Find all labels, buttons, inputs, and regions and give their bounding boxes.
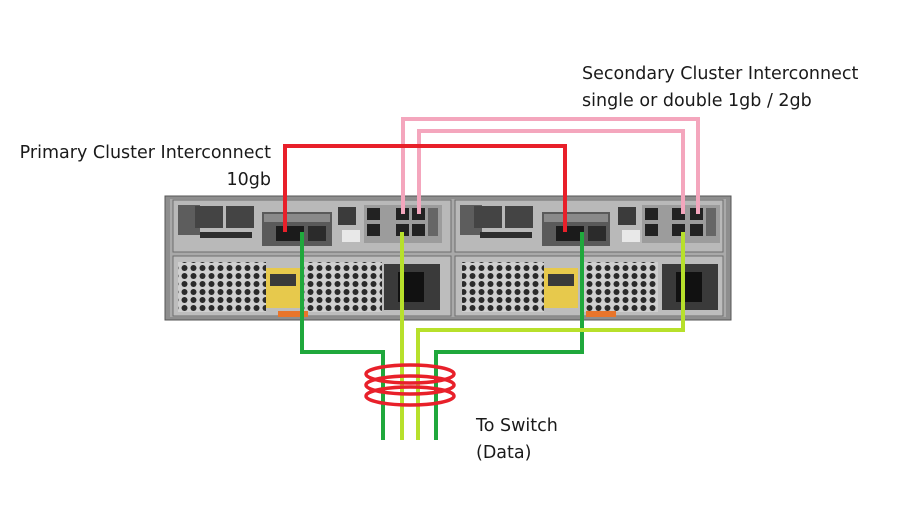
to-switch-subtitle: (Data) [476, 443, 532, 463]
secondary-interconnect-cables [401, 117, 700, 214]
secondary-cable-inner [417, 129, 685, 214]
primary-port-b1 [556, 226, 584, 241]
to-switch-label: To Switch (Data) [476, 413, 558, 467]
to-switch-title: To Switch [476, 416, 558, 436]
primary-port-a1 [276, 226, 304, 241]
cable-loop-bundle [364, 363, 456, 407]
secondary-interconnect-speed: single or double 1gb / 2gb [582, 91, 812, 111]
controller-a [172, 199, 452, 253]
power-inlet-b [676, 272, 702, 302]
secondary-interconnect-label: Secondary Cluster Interconnect single or… [582, 61, 858, 115]
data-cable-green-b [434, 232, 584, 440]
secondary-cable-outer [401, 117, 700, 214]
data-cable-green-a [300, 232, 385, 440]
primary-interconnect-label: Primary Cluster Interconnect 10gb [9, 140, 271, 194]
primary-interconnect-speed: 10gb [226, 170, 272, 190]
primary-interconnect-title: Primary Cluster Interconnect [19, 143, 271, 163]
data-cables [300, 232, 685, 440]
power-supply-a [172, 255, 452, 317]
power-supply-b [454, 255, 724, 317]
controller-b [454, 199, 724, 253]
primary-port-a2 [308, 226, 326, 241]
secondary-interconnect-title: Secondary Cluster Interconnect [582, 64, 859, 84]
primary-port-b2 [588, 226, 606, 241]
data-cable-lime-b [416, 232, 685, 440]
primary-interconnect-cable [283, 144, 567, 232]
